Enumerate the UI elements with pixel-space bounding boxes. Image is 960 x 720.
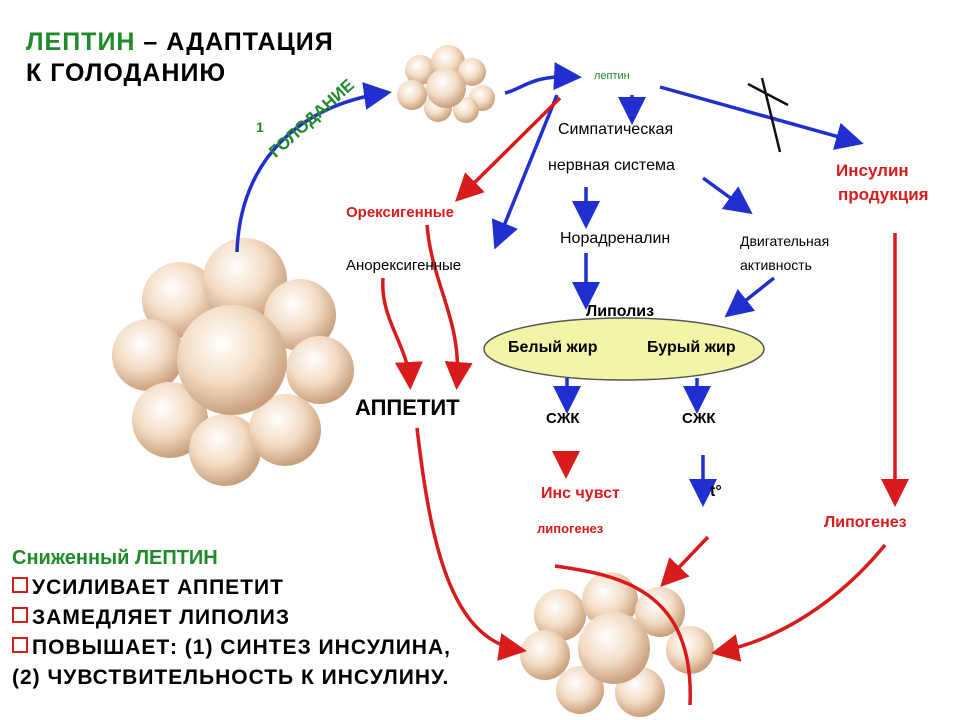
- fat-cell-cluster-large: [112, 238, 354, 486]
- arrow-to-leptin: [504, 62, 582, 95]
- arrow-lipogenesis-to-fat: [711, 543, 887, 662]
- arrow-motor-to-fat: [724, 276, 776, 318]
- insulin-label-1: Инсулин: [836, 161, 909, 180]
- lipolysis-label: Липолиз: [586, 303, 655, 320]
- page-title: ЛЕПТИН – АДАПТАЦИЯ: [26, 30, 334, 55]
- ffa-label-white: СЖК: [546, 410, 580, 427]
- arrow-sns-to-motor: [701, 176, 753, 215]
- lipogenesis-label: Липогенез: [824, 514, 907, 531]
- summary-item: УСИЛИВАЕТ АППЕТИТ: [12, 573, 451, 603]
- leptin-label: лептин: [594, 70, 630, 82]
- lipogenesis-small-label: липогенез: [537, 521, 604, 536]
- appetite-label: АППЕТИТ: [355, 395, 460, 420]
- brown-fat-label: Бурый жир: [647, 339, 736, 356]
- white-fat-label: Белый жир: [508, 339, 598, 356]
- arrow-appetite-to-fat: [415, 427, 527, 661]
- anorexigenic-label: Анорексигенные: [346, 257, 462, 274]
- bullet-checkbox-icon: [12, 637, 28, 653]
- summary-heading: Сниженный ЛЕПТИН: [12, 547, 218, 569]
- temperature-label: t°: [710, 483, 722, 500]
- summary-block: Сниженный ЛЕПТИН УСИЛИВАЕТ АППЕТИТ ЗАМЕД…: [12, 543, 451, 693]
- arrow-orexigenic-to-appetite: [425, 224, 473, 390]
- title-adaptation: – АДАПТАЦИЯ: [135, 28, 334, 56]
- motor-label-2: активность: [740, 257, 812, 273]
- step-number: 1: [256, 119, 264, 135]
- red-arrows: [381, 96, 909, 706]
- orexigenic-label: Орексигенные: [346, 204, 454, 221]
- sympathetic-label-1: Симпатическая: [558, 121, 674, 138]
- block-cross-icon: [747, 77, 789, 153]
- bullet-checkbox-icon: [12, 607, 28, 623]
- title-leptin: ЛЕПТИН: [26, 28, 136, 56]
- ffa-label-brown: СЖК: [682, 410, 716, 427]
- noradrenaline-label: Норадреналин: [560, 230, 671, 247]
- arrow-leptin-to-anorexigenic: [491, 94, 559, 250]
- insulin-sensitivity-label: Инс чувст: [541, 485, 620, 502]
- fat-cell-cluster-bottom: [520, 572, 714, 717]
- blue-arrows: [235, 62, 864, 507]
- arrow-lipogenesis-small-curve: [554, 564, 692, 706]
- summary-item: ПОВЫШАЕТ: (1) СИНТЕЗ ИНСУЛИНА,: [12, 633, 451, 663]
- bullet-checkbox-icon: [12, 577, 28, 593]
- fat-cell-cluster-top: [397, 45, 495, 123]
- fat-tissue-ellipse: [483, 317, 765, 381]
- arrow-anorexigenic-to-appetite: [381, 277, 423, 390]
- arrow-starvation: [235, 82, 392, 253]
- page-title-line2: К ГОЛОДАНИЮ: [26, 59, 227, 87]
- sympathetic-label-2: нервная система: [548, 157, 675, 174]
- arrow-leptin-to-orexigenic: [455, 96, 562, 202]
- arrow-temperature-to-fat: [660, 535, 710, 588]
- summary-last-line: (2) ЧУВСТВИТЕЛЬНОСТЬ К ИНСУЛИНУ.: [12, 666, 450, 689]
- motor-label-1: Двигательная: [740, 233, 830, 249]
- insulin-label-2: продукция: [838, 185, 929, 204]
- arrow-leptin-to-insulin: [659, 85, 864, 150]
- summary-item: ЗАМЕДЛЯЕТ ЛИПОЛИЗ: [12, 603, 451, 633]
